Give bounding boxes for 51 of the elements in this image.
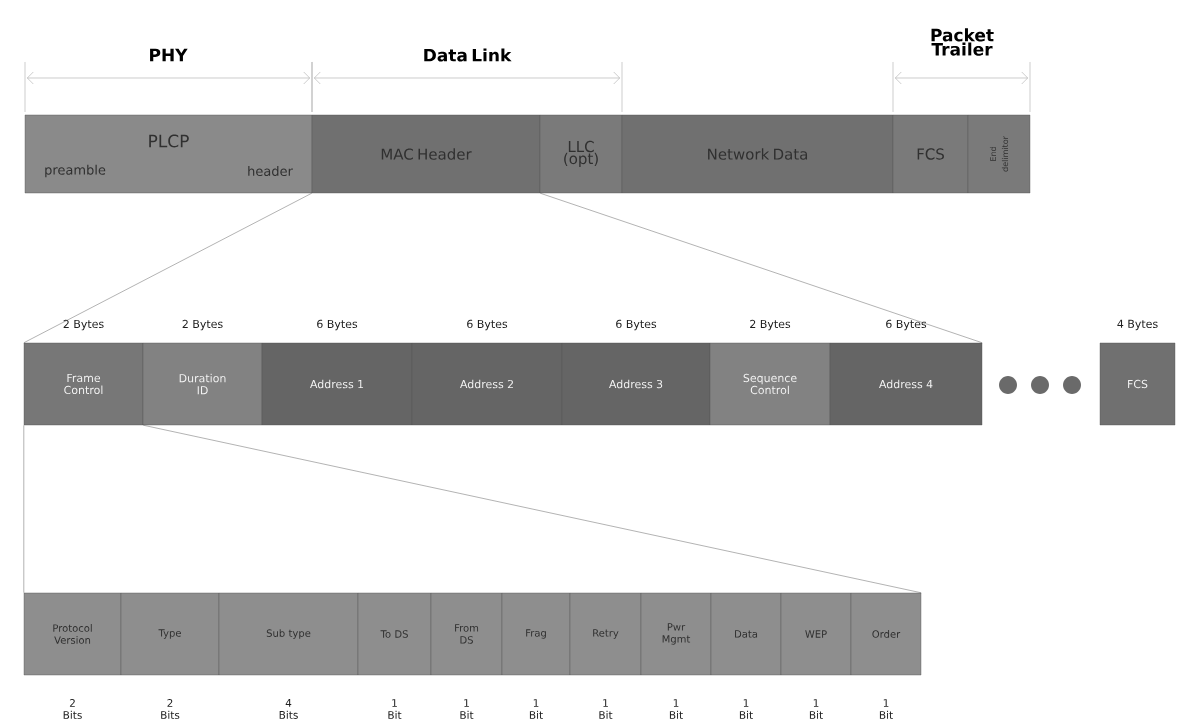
- field-box: Sequence Control: [709, 342, 831, 426]
- size-label: 6 Bytes: [467, 319, 508, 331]
- field-box: Address 1: [261, 342, 413, 426]
- size-label: 4 Bytes: [1117, 319, 1158, 331]
- field-box: Frag: [501, 592, 571, 676]
- size-label: 1 Bit: [460, 699, 474, 719]
- field-box: Retry: [569, 592, 642, 676]
- field-box: From DS: [430, 592, 503, 676]
- size-label: 1 Bit: [599, 699, 613, 719]
- size-label: 2 Bytes: [182, 319, 223, 331]
- size-label: 2 Bits: [161, 699, 180, 719]
- size-label: 2 Bits: [63, 699, 82, 719]
- field-box: Address 4: [829, 342, 983, 426]
- size-label: 1 Bit: [388, 699, 402, 719]
- dimension-label: Packet Trailer: [931, 28, 994, 56]
- size-label: 1 Bit: [809, 699, 823, 719]
- field-box: PLCP preamble header: [24, 114, 313, 194]
- field-box: Duration ID: [142, 342, 263, 426]
- size-label: 1 Bit: [879, 699, 893, 719]
- field-box: Protocol Version: [23, 592, 122, 676]
- zoom-line: [540, 193, 983, 343]
- zoom-line: [143, 425, 922, 593]
- field-box: End delimitor: [967, 114, 1031, 194]
- field-box: FCS: [892, 114, 969, 194]
- field-box: LLC (opt): [539, 114, 623, 194]
- field-box: Frame Control: [23, 342, 144, 426]
- size-label: 6 Bytes: [886, 319, 927, 331]
- field-box: Type: [120, 592, 220, 676]
- field-box: WEP: [780, 592, 852, 676]
- field-box: Pwr Mgmt: [640, 592, 712, 676]
- field-box: Address 2: [411, 342, 563, 426]
- dimension-label: Data Link: [424, 48, 512, 62]
- dimension-label: PHY: [150, 48, 188, 62]
- size-label: 6 Bytes: [616, 319, 657, 331]
- size-label: 1 Bit: [739, 699, 753, 719]
- size-label: 1 Bit: [669, 699, 683, 719]
- field-box: Address 3: [561, 342, 711, 426]
- field-box: Data: [710, 592, 782, 676]
- size-label: 6 Bytes: [317, 319, 358, 331]
- field-box: FCS: [1099, 342, 1176, 426]
- field-box: Sub type: [218, 592, 359, 676]
- field-box: Network Data: [621, 114, 894, 194]
- field-box: Order: [850, 592, 922, 676]
- size-label: 1 Bit: [529, 699, 543, 719]
- field-box: To DS: [357, 592, 432, 676]
- zoom-line: [23, 193, 312, 343]
- field-box: MAC Header: [311, 114, 541, 194]
- size-label: 2 Bytes: [63, 319, 104, 331]
- size-label: 4 Bits: [279, 699, 298, 719]
- zoom-line: [23, 425, 24, 593]
- size-label: 2 Bytes: [750, 319, 791, 331]
